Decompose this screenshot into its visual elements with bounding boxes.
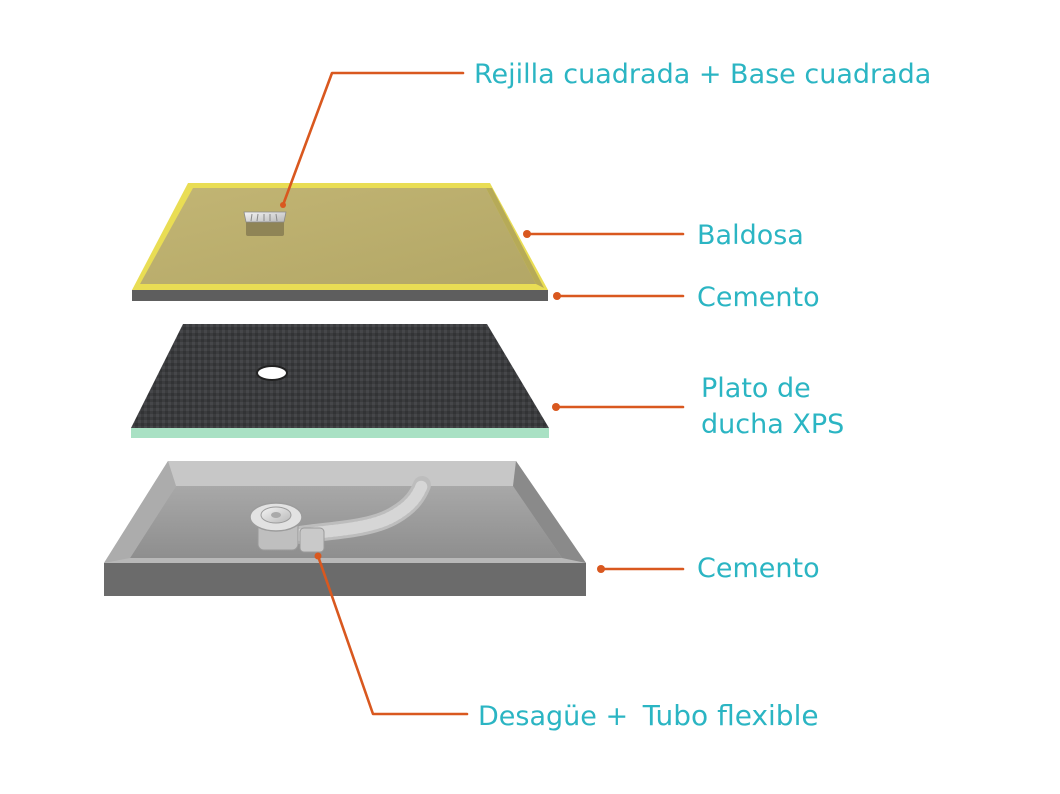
square-grate-icon bbox=[243, 211, 287, 236]
xps-surface bbox=[131, 324, 549, 428]
tile-layer bbox=[132, 183, 548, 301]
label-cement-top: Cemento bbox=[697, 282, 820, 313]
label-flexible-tube: Tubo flexible bbox=[642, 699, 819, 732]
xps-tray-layer bbox=[131, 324, 549, 438]
label-xps-tray: Plato de ducha XPS bbox=[701, 371, 901, 443]
xps-drain-hole bbox=[256, 365, 288, 381]
leader-lines bbox=[281, 71, 685, 716]
tile-surface bbox=[140, 188, 536, 284]
label-square-grate: Rejilla cuadrada + Base cuadrada bbox=[474, 59, 932, 90]
cement-front-wall bbox=[104, 563, 586, 596]
cement-base-layer bbox=[104, 461, 586, 596]
drain-icon bbox=[249, 502, 303, 551]
flexible-tube-icon bbox=[291, 476, 431, 553]
leader-drain bbox=[316, 554, 469, 716]
label-drain-tube: Desagüe + Tubo flexible bbox=[478, 698, 819, 735]
label-drain: Desagüe + bbox=[478, 701, 629, 732]
xps-edge bbox=[131, 428, 549, 438]
leader-grate bbox=[281, 71, 465, 207]
label-xps-line2: ducha XPS bbox=[701, 409, 845, 440]
leader-dots bbox=[280, 202, 605, 573]
label-xps-line1: Plato de bbox=[701, 373, 811, 404]
label-cement-bottom: Cemento bbox=[697, 553, 820, 584]
label-tile: Baldosa bbox=[697, 220, 804, 251]
top-cement-edge bbox=[132, 290, 548, 301]
